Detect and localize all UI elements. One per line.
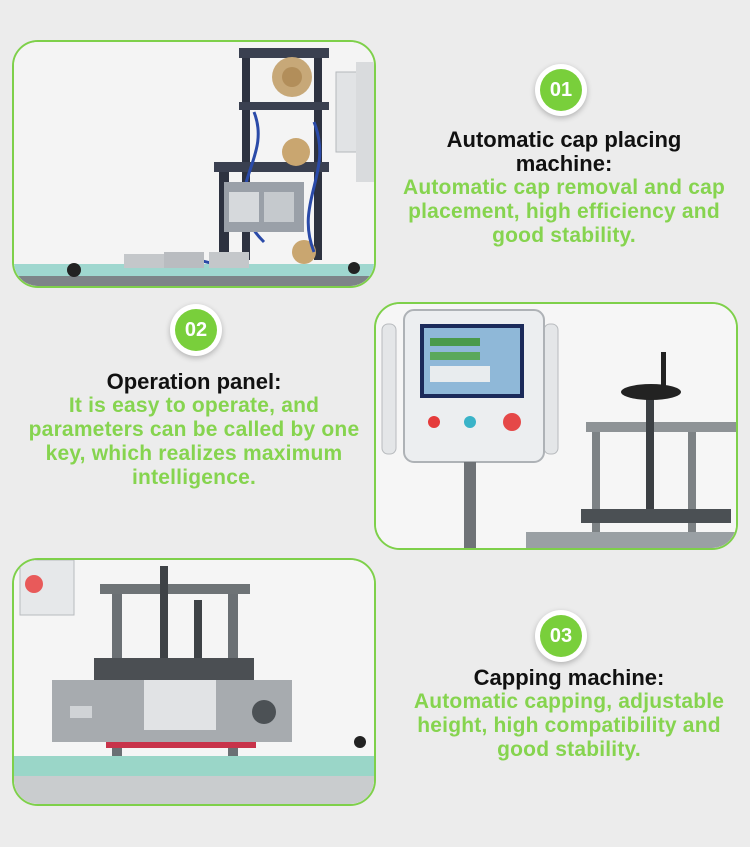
photo-capping-machine bbox=[12, 558, 376, 806]
photo-operation-panel bbox=[374, 302, 738, 550]
section-number-badge-01: 01 bbox=[535, 64, 587, 116]
section-description-03: Automatic capping, adjustable height, hi… bbox=[413, 690, 725, 761]
section-number-02: 02 bbox=[175, 309, 217, 351]
section-title-03: Capping machine: bbox=[473, 665, 665, 690]
section-text-02: Operation panel: It is easy to operate, … bbox=[16, 370, 372, 490]
section-text-01: Automatic cap placing machine: Automatic… bbox=[388, 128, 740, 248]
cap-placing-machine-illustration bbox=[14, 42, 374, 286]
section-number-03: 03 bbox=[540, 615, 582, 657]
section-number-badge-02: 02 bbox=[170, 304, 222, 356]
capping-machine-illustration bbox=[14, 560, 374, 804]
section-title-02: Operation panel: bbox=[106, 369, 282, 394]
section-title-01: Automatic cap placing machine: bbox=[446, 127, 682, 176]
section-description-01: Automatic cap removal and cap placement,… bbox=[402, 176, 726, 247]
section-number-badge-03: 03 bbox=[535, 610, 587, 662]
photo-cap-placing-machine bbox=[12, 40, 376, 288]
section-number-01: 01 bbox=[540, 69, 582, 111]
operation-panel-illustration bbox=[376, 304, 736, 548]
section-description-02: It is easy to operate, and parameters ca… bbox=[28, 394, 360, 489]
section-text-03: Capping machine: Automatic capping, adju… bbox=[404, 666, 734, 762]
